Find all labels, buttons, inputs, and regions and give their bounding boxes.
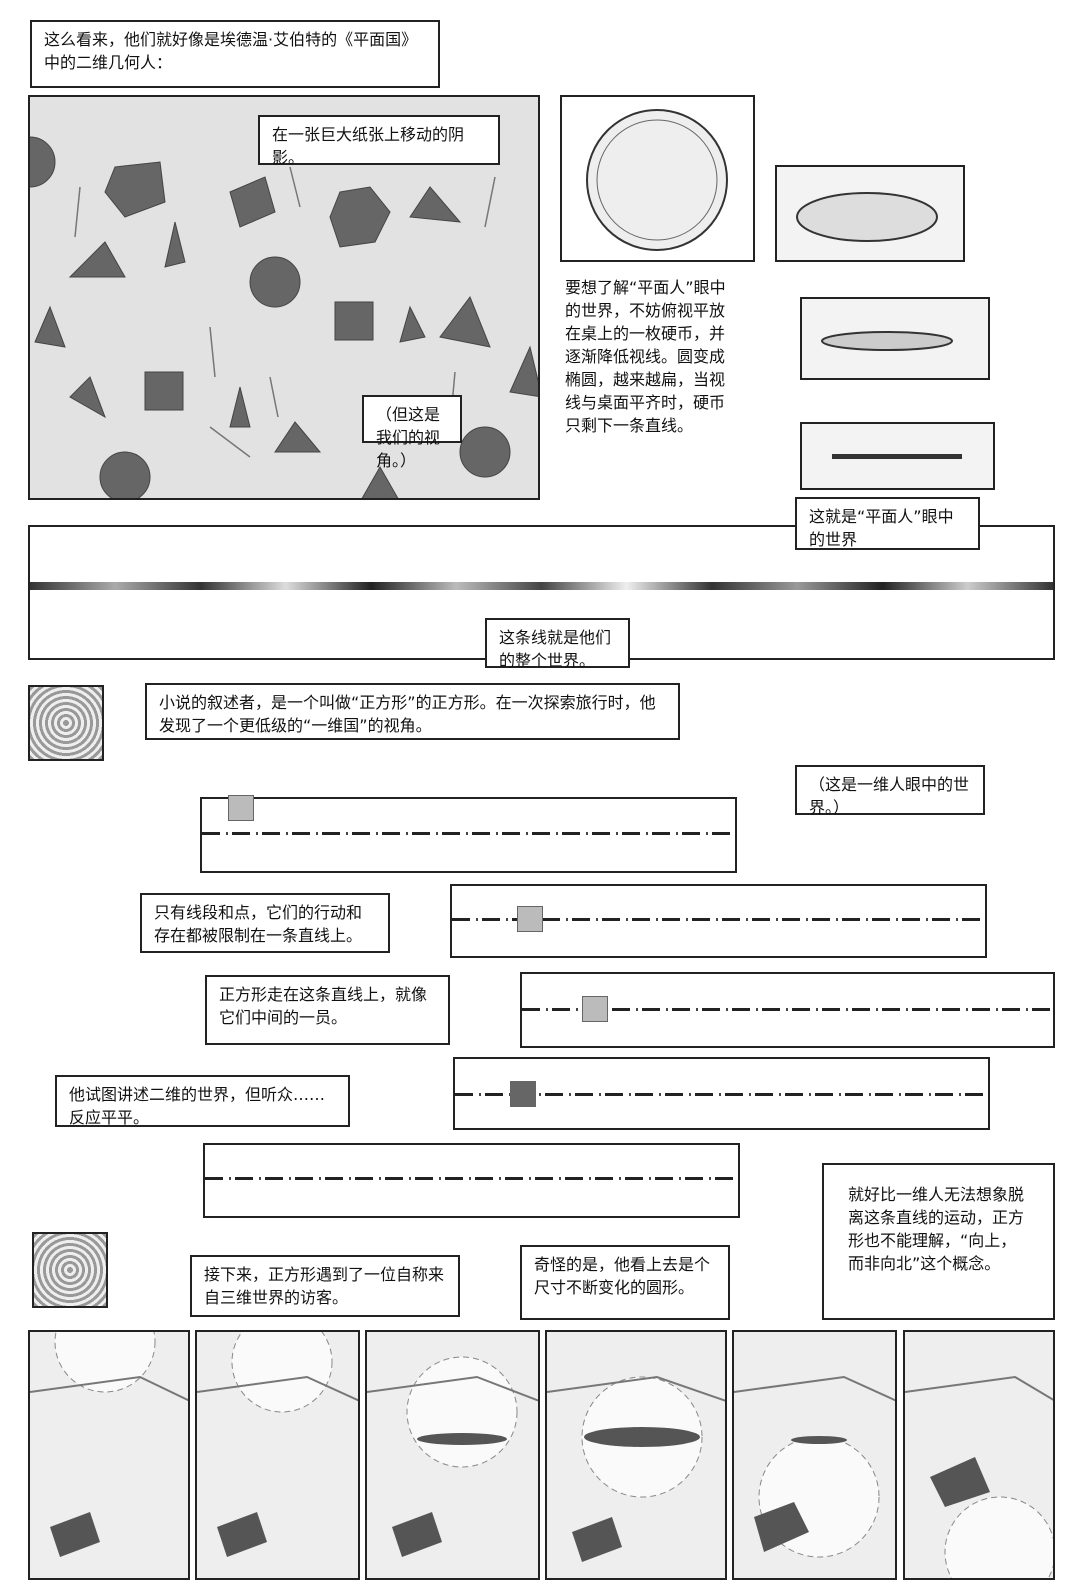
panel-sphere-1 (28, 1330, 190, 1580)
coin (586, 109, 728, 251)
caption-analogy: 就好比一维人无法想象脱离这条直线的运动，正方形也不能理解，“向上，而非向北”这个… (822, 1163, 1055, 1320)
caption-shadows: 在一张巨大纸张上移动的阴影。 (258, 115, 500, 167)
caption-visitor: 接下来，正方形遇到了一位自称来自三维世界的访客。 (190, 1255, 460, 1317)
square-stack-icon (28, 685, 104, 761)
panel-coin-flat (800, 297, 990, 380)
caption-segments: 只有线段和点，它们的行动和存在都被限制在一条直线上。 (140, 893, 390, 953)
panel-sphere-5 (732, 1330, 897, 1580)
panel-sphere-6 (903, 1330, 1055, 1580)
panel-coin-edge (800, 422, 995, 490)
panel-lineland-3 (520, 972, 1055, 1048)
panel-sphere-4 (545, 1330, 727, 1580)
caption-flatlander-view: 这就是“平面人”眼中的世界 (795, 497, 980, 550)
caption-narrator: 小说的叙述者，是一个叫做“正方形”的正方形。在一次探索旅行时，他发现了一个更低级… (145, 683, 680, 740)
square-icon (228, 795, 254, 821)
panel-coin-tilted (775, 165, 965, 262)
caption-strange: 奇怪的是，他看上去是个尺寸不断变化的圆形。 (520, 1245, 730, 1320)
panel-lineland-4 (453, 1057, 990, 1130)
caption-our-view: （但这是我们的视角。） (362, 395, 462, 470)
caption-intro: 这么看来，他们就好像是埃德温·艾伯特的《平面国》中的二维几何人： (30, 20, 440, 88)
panel-lineland-5 (203, 1143, 740, 1218)
coin-text: 要想了解“平面人”眼中的世界，不妨俯视平放在桌上的一枚硬币，并逐渐降低视线。圆变… (565, 278, 726, 435)
panel-sphere-2 (195, 1330, 360, 1580)
caption-whole-world: 这条线就是他们的整个世界。 (485, 618, 630, 670)
shapes-illustration (30, 136, 538, 498)
panel-lineland-1 (200, 797, 737, 873)
square-stack-icon (32, 1232, 108, 1308)
panel-coin-top (560, 95, 755, 262)
panel-lineland-2 (450, 884, 987, 958)
caption-walks: 正方形走在这条直线上，就像它们中间的一员。 (205, 975, 450, 1045)
caption-lineland-view: （这是一维人眼中的世界。） (795, 765, 985, 817)
caption-tries: 他试图讲述二维的世界，但听众……反应平平。 (55, 1075, 350, 1127)
panel-sphere-3 (365, 1330, 540, 1580)
